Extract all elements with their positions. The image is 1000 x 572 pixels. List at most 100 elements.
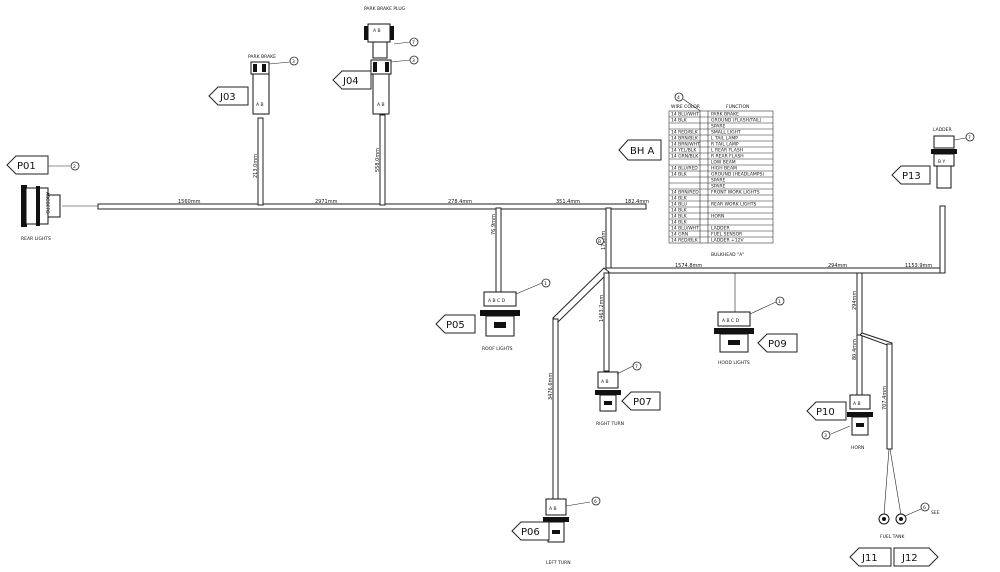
tag-j03[interactable] [208,86,249,106]
bh-drop: 178mm B [596,207,612,271]
j04-drop: 558.0mm [375,114,386,206]
j11-note: SEE [931,510,940,516]
tag-p09[interactable] [757,333,798,353]
p07-tag-label: P07 [633,397,652,408]
tag-p01[interactable] [6,155,49,175]
len-left-turn: 3476.6mm [548,373,554,400]
tag-p13[interactable] [891,165,931,185]
tag-p10[interactable] [806,401,847,421]
p13-bubble: 7 [968,135,971,141]
tag-bh-a[interactable] [618,139,662,161]
bh-row-wire: 14 BLK [671,208,688,214]
len-right-turn: 1463.2mm [599,295,605,322]
bh-row-function: REAR WORK LIGHTS [711,202,757,208]
connector-j04[interactable]: PARK BRAKE PLUG A B A B 7 3 J04 [332,6,419,115]
connector-p10[interactable]: A B P10 3 HORN [806,394,873,451]
tag-p05[interactable] [435,314,476,334]
j04-pins: A B [373,28,381,34]
bh-row-wire: 14 BLU/RED [671,166,698,172]
len-lower-2: 294mm [828,263,847,269]
tag-p07[interactable] [621,391,661,411]
bh-row-function: GROUND (FLASH/TAIL) [711,118,762,124]
len-main-2: 2971mm [315,199,338,205]
connector-j11-j12[interactable]: 6 SEE FUEL TANK J11 J12 [849,502,940,567]
p09-bubble: 1 [778,299,781,305]
bh-row-wire: 14 GRN/BLK [671,154,699,160]
bh-row-function: GROUND (HEADLAMPS) [711,172,764,178]
len-j04-drop: 558.0mm [375,148,381,172]
p05-drop: 76.9mm [491,207,502,294]
p07-pins: A B [601,379,609,385]
bh-row-function: SPARE [711,178,725,184]
p06-caption: LEFT TURN [546,560,571,566]
bh-row-function: SPARE [711,184,725,190]
bh-row-function: FRONT WORK LIGHTS [711,190,760,196]
connector-p13[interactable]: LADDER B Y 7 P13 [891,127,975,189]
main-trunk: 1560mm 2971mm 278.4mm 351.4mm 182.4mm [97,199,649,210]
bh-header-color: WIRE COLOR [671,104,700,110]
p09-pins: A B C D [722,318,740,324]
len-main-3: 278.4mm [448,199,472,205]
p06-pins: A B [549,506,557,512]
bh-row-wire: 14 BLK [671,220,688,226]
bh-row-function: LADDER +12V [711,238,745,244]
bh-row-wire: 14 BLK [671,196,688,202]
p06-tag-label: P06 [521,527,540,538]
bh-row-function: SPARE [711,124,725,130]
connector-p05[interactable]: A B C D 1 P05 ROOF LIGHTS [435,278,551,352]
bh-row-wire: 14 BLK [671,118,688,124]
horn-fuel-wire: 294mm 80.4mm 707.4mm [852,272,902,516]
j04-lower-pins: A B [377,102,385,108]
p13-riser [939,205,946,274]
p01-pins: ABCDEFG [44,192,50,214]
j12-tag-label: J12 [901,553,918,564]
tag-j04[interactable] [332,70,372,90]
tag-j12[interactable] [893,547,939,567]
j04-caption: PARK BRAKE PLUG [364,6,406,12]
p01-bubble: 2 [73,164,76,170]
p10-tag-label: P10 [816,407,835,418]
bh-title: BULKHEAD "A" [711,252,744,258]
bh-row-function: HIGH BEAM [711,166,737,172]
connector-p07[interactable]: A B 7 P07 RIGHT TURN [595,361,661,427]
p10-bubble: 3 [824,433,827,439]
bh-row-function: R REAR FLASH [711,154,744,160]
p07-bubble: 7 [635,364,638,370]
bh-row-wire: 14 BLU [671,202,687,208]
bh-row-function: HORN [711,214,724,220]
p13-caption: LADDER [933,127,952,133]
bh-header-function: FUNCTION [726,104,749,110]
bh-row-wire: 14 BLK [671,172,688,178]
connector-p09[interactable]: A B C D 1 P09 HOOD LIGHTS [714,296,798,366]
bh-drop-marker: B [598,239,601,245]
bh-row-wire: 14 YEL/BLK [671,148,697,154]
p13-pins: B Y [938,159,946,165]
len-main-4: 351.4mm [556,199,580,205]
connector-p01[interactable]: P01 2 ABCDEFG REAR LIGHTS [6,155,80,242]
bh-row-function: LOW BEAM [711,160,736,166]
connector-j03[interactable]: PARK BRAKE A B 3 J03 [208,54,299,115]
p09-tag-label: P09 [768,339,787,350]
connector-p06[interactable]: A B 6 P06 LEFT TURN [511,496,601,566]
j11-caption: FUEL TANK [880,534,906,540]
bh-row-wire: 14 GRN [671,232,688,238]
j03-tag-label: J03 [219,92,236,103]
bh-row-function: R TAIL LAMP [711,142,739,148]
len-main-5: 182.4mm [625,199,649,205]
j04-bubble-2: 3 [412,58,415,64]
bh-row-wire: 14 BRN/BLK [671,136,699,142]
len-p05-drop: 76.9mm [491,214,497,235]
lower-trunk: 1574.8mm 294mm 1153.9mm [605,263,943,274]
tag-p06[interactable] [511,521,550,541]
p05-pins: A B C D [488,298,506,304]
p05-bubble: 1 [544,281,547,287]
p10-pins: A B [853,401,861,407]
bh-row-function: L TAIL LAMP [711,136,738,142]
j04-tag-label: J04 [342,76,359,87]
p07-caption: RIGHT TURN [596,421,624,427]
j03-drop: 213.0mm [253,117,264,206]
tag-j11[interactable] [849,547,892,567]
len-fuel: 707.4mm [882,386,888,410]
